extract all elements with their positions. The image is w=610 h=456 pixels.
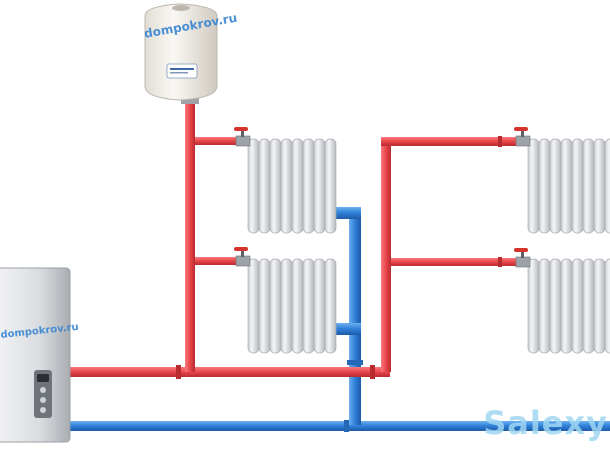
supply-riser-right <box>381 136 521 372</box>
radiator-bottom-right <box>527 258 610 354</box>
return-riser <box>333 207 363 425</box>
supply-riser-left <box>185 100 240 372</box>
valve-top-left <box>233 126 251 147</box>
valve-bottom-right <box>513 247 531 268</box>
supply-main-line <box>60 365 390 379</box>
valve-bottom-left <box>233 246 251 267</box>
brand-watermark: Salexy <box>483 404 608 442</box>
return-main-line <box>60 420 610 432</box>
radiator-top-left <box>247 138 337 234</box>
radiator-top-right <box>527 138 610 234</box>
valve-top-right <box>513 126 531 147</box>
radiator-bottom-left <box>247 258 337 354</box>
gas-boiler <box>0 267 71 443</box>
expansion-tank <box>144 3 218 104</box>
